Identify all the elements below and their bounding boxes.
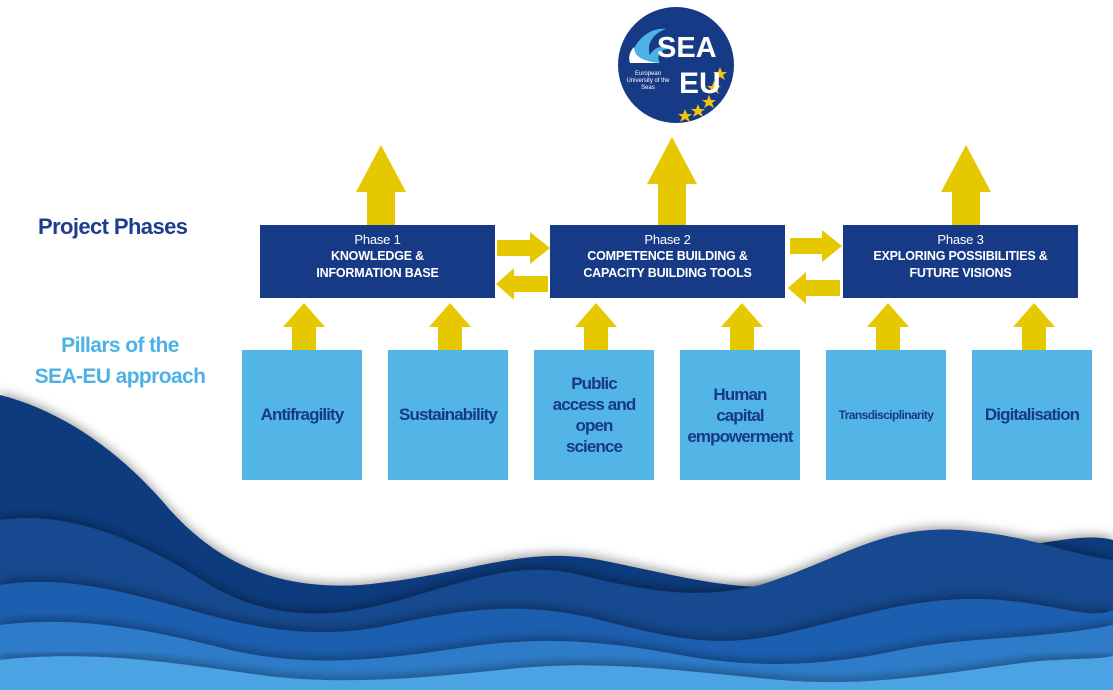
phase-1-title-line-2: INFORMATION BASE [316, 266, 439, 280]
wave-layer-4 [0, 621, 1113, 690]
phase-2-name: Phase 2 [644, 232, 691, 247]
pillar-transdisciplinarity-text: Transdisciplinarity [838, 408, 934, 422]
pillar-sustainability: Sustainability [388, 350, 508, 480]
phase-2-title-line-1: COMPETENCE BUILDING & [587, 249, 748, 263]
sea-eu-logo [618, 7, 734, 123]
pillar-antifragility: Antifragility [242, 350, 362, 480]
pillar-digitalisation: Digitalisation [972, 350, 1092, 480]
phase-1-to-2-arrow [497, 232, 550, 264]
pillar-human-capital-line-2: capital [716, 405, 764, 425]
phase-2-to-1-arrow [496, 268, 548, 300]
logo-eu-text: EU [679, 67, 721, 100]
pillar-human-capital-line-1: Human [713, 384, 767, 404]
pillar-antifragility-text: Antifragility [260, 405, 345, 424]
pillar-public-access-line-2: access and [552, 395, 637, 414]
pillar-public-access-line-4: science [565, 437, 623, 456]
pillar-digitalisation-text: Digitalisation [984, 405, 1080, 424]
pillar-human-capital-empowerment: Human capital empowerment [680, 350, 800, 480]
pillar-transdisciplinarity-up-arrow [867, 303, 909, 350]
pillar-sustainability-text: Sustainability [399, 405, 498, 424]
phase-3-box: Phase 3 EXPLORING POSSIBILITIES & FUTURE… [843, 225, 1078, 298]
pillars-label-line-2: SEA-EU approach [34, 365, 206, 388]
phase-3-title-line-2: FUTURE VISIONS [909, 266, 1012, 280]
pillars-label-line-1: Pillars of the [61, 334, 179, 357]
pillar-public-access-line-3: open [575, 416, 613, 435]
pillar-human-capital-up-arrow [721, 303, 763, 350]
phase-3-name: Phase 3 [937, 232, 984, 247]
phase-3-up-arrow [941, 145, 991, 225]
pillar-public-access-line-1: Public [571, 374, 618, 393]
pillar-sustainability-up-arrow [429, 303, 471, 350]
logo-tagline: European University of the Seas [626, 71, 670, 91]
pillars-label: Pillars of the SEA-EU approach [20, 330, 220, 392]
phase-3-title-line-1: EXPLORING POSSIBILITIES & [873, 249, 1048, 263]
pillar-public-access-up-arrow [575, 303, 617, 350]
pillar-public-access-open-science: Public access and open science [534, 350, 654, 480]
phase-1-up-arrow [356, 145, 406, 225]
project-phases-label: Project Phases [38, 214, 188, 239]
pillar-transdisciplinarity: Transdisciplinarity [826, 350, 946, 480]
pillar-human-capital-line-3: empowerment [687, 426, 793, 446]
phase-2-to-3-arrow [790, 230, 842, 262]
phase-1-box: Phase 1 KNOWLEDGE & INFORMATION BASE [260, 225, 495, 298]
wave-layer-5 [0, 656, 1113, 690]
phase-1-title-line-1: KNOWLEDGE & [331, 249, 424, 263]
phase-3-to-2-arrow [788, 272, 840, 304]
phase-1-name: Phase 1 [354, 232, 401, 247]
pillar-digitalisation-up-arrow [1013, 303, 1055, 350]
phase-2-up-arrow [647, 137, 697, 225]
phase-2-title-line-2: CAPACITY BUILDING TOOLS [583, 266, 752, 280]
pillar-antifragility-up-arrow [283, 303, 325, 350]
phase-2-box: Phase 2 COMPETENCE BUILDING & CAPACITY B… [550, 225, 785, 298]
logo-sea-text: SEA [657, 32, 717, 64]
